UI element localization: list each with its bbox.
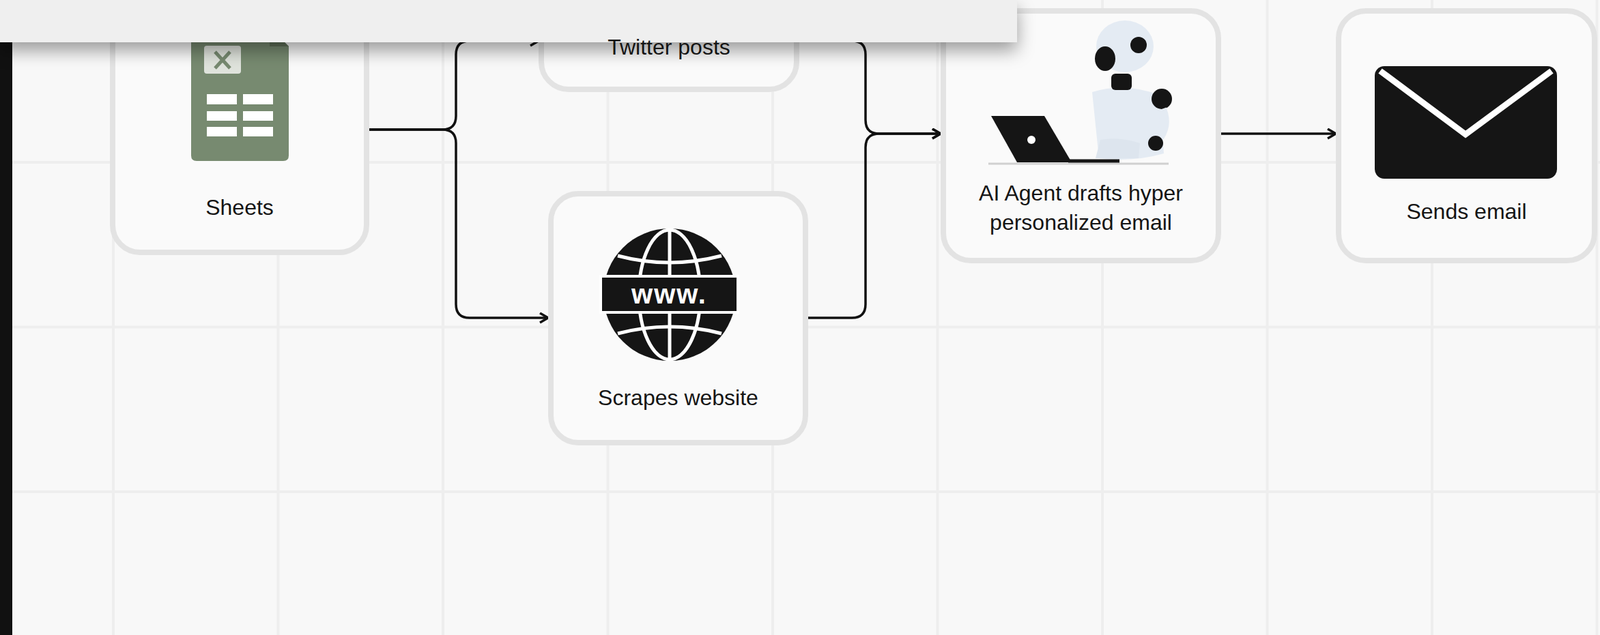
flow-arrow <box>369 129 549 319</box>
node-label: Sends email <box>1406 197 1527 227</box>
envelope-icon <box>1374 66 1557 179</box>
globe-icon <box>599 228 740 362</box>
flow-arrow <box>799 40 941 134</box>
sheets-icon <box>191 27 289 162</box>
flow-arrow <box>808 133 941 319</box>
flow-arrow <box>1221 132 1336 136</box>
node-label: AI Agent drafts hyper personalized email <box>958 178 1204 238</box>
overlay-panel <box>0 0 1018 43</box>
node-label: Scrapes website <box>597 383 759 413</box>
agent-box: AI Agent drafts hyper personalized email <box>940 8 1222 264</box>
node-label: Twitter posts <box>607 32 731 63</box>
flow-arrow <box>369 40 539 130</box>
globe-label: www. <box>602 277 737 312</box>
side-bar <box>0 0 13 635</box>
node-label: Sheets <box>205 193 274 223</box>
